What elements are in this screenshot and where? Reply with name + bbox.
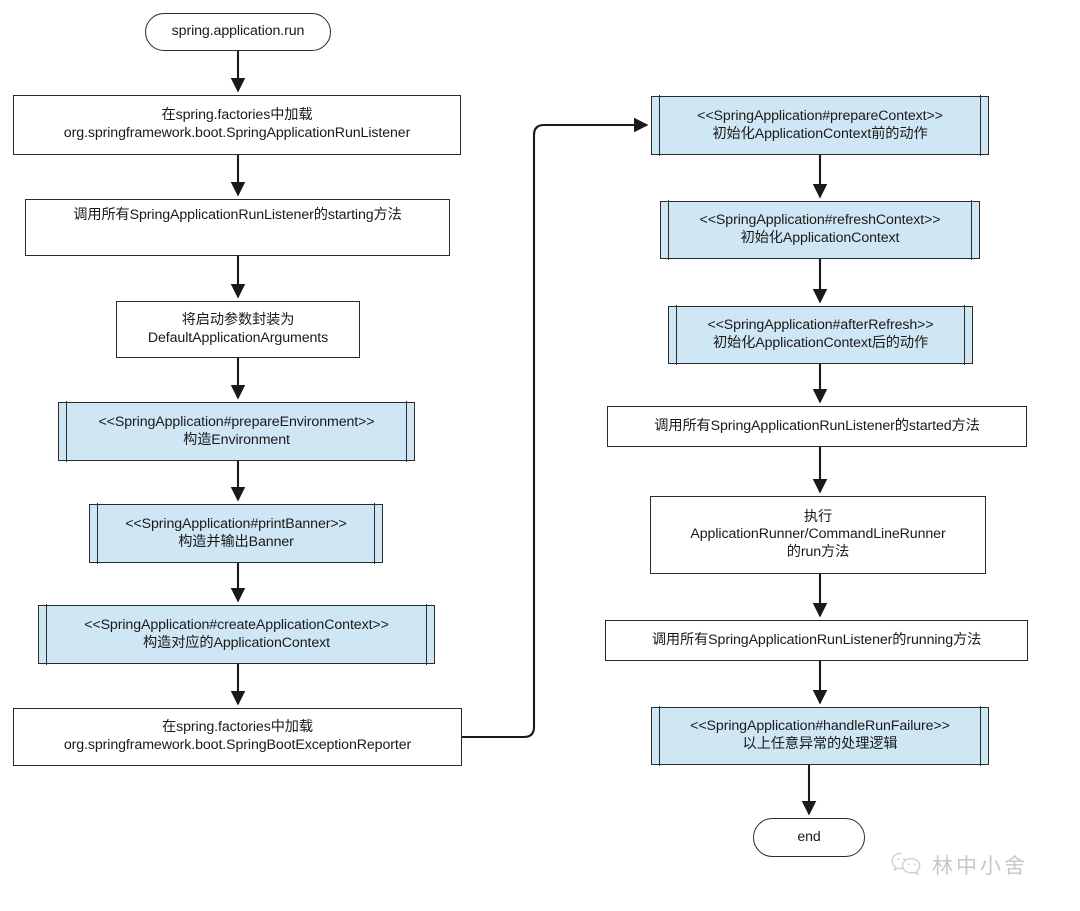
node-end-label: end bbox=[797, 828, 821, 845]
node-wrap-args[interactable]: 将启动参数封装为 DefaultApplicationArguments bbox=[116, 301, 360, 358]
watermark-text: 林中小舍 bbox=[932, 854, 1028, 878]
node-print-banner[interactable]: <<SpringApplication#printBanner>> 构造并输出B… bbox=[89, 503, 383, 564]
node-call-running[interactable]: 调用所有SpringApplicationRunListener的running… bbox=[605, 620, 1028, 661]
node-run-runners[interactable]: 执行 ApplicationRunner/CommandLineRunner 的… bbox=[650, 496, 986, 574]
node-prepare-context[interactable]: <<SpringApplication#prepareContext>> 初始化… bbox=[651, 95, 989, 156]
node-call-running-label: 调用所有SpringApplicationRunListener的running… bbox=[651, 631, 982, 648]
node-load-exception-reporter[interactable]: 在spring.factories中加载 org.springframework… bbox=[13, 708, 462, 766]
node-wrap-args-label: 将启动参数封装为 DefaultApplicationArguments bbox=[147, 311, 329, 346]
node-start[interactable]: spring.application.run bbox=[145, 13, 331, 51]
node-call-started-label: 调用所有SpringApplicationRunListener的started… bbox=[654, 417, 980, 434]
node-handle-run-failure-label: <<SpringApplication#handleRunFailure>> 以… bbox=[690, 718, 950, 752]
wechat-icon bbox=[890, 851, 924, 880]
node-run-runners-label: 执行 ApplicationRunner/CommandLineRunner 的… bbox=[690, 508, 946, 560]
node-create-application-context[interactable]: <<SpringApplication#createApplicationCon… bbox=[38, 604, 435, 665]
node-prepare-environment[interactable]: <<SpringApplication#prepareEnvironment>>… bbox=[58, 401, 415, 462]
node-load-run-listener[interactable]: 在spring.factories中加载 org.springframework… bbox=[13, 95, 461, 155]
node-handle-run-failure[interactable]: <<SpringApplication#handleRunFailure>> 以… bbox=[651, 706, 989, 766]
node-call-started[interactable]: 调用所有SpringApplicationRunListener的started… bbox=[607, 406, 1027, 447]
node-prepare-environment-label: <<SpringApplication#prepareEnvironment>>… bbox=[98, 413, 375, 448]
node-prepare-context-label: <<SpringApplication#prepareContext>> 初始化… bbox=[697, 107, 943, 142]
node-start-label: spring.application.run bbox=[171, 23, 305, 40]
node-refresh-context[interactable]: <<SpringApplication#refreshContext>> 初始化… bbox=[660, 200, 980, 260]
node-after-refresh-label: <<SpringApplication#afterRefresh>> 初始化Ap… bbox=[707, 317, 934, 351]
node-refresh-context-label: <<SpringApplication#refreshContext>> 初始化… bbox=[699, 212, 941, 246]
node-call-starting-label: 调用所有SpringApplicationRunListener的startin… bbox=[73, 207, 402, 223]
node-load-exception-reporter-label: 在spring.factories中加载 org.springframework… bbox=[63, 719, 412, 753]
node-load-run-listener-label: 在spring.factories中加载 org.springframework… bbox=[63, 107, 411, 141]
node-print-banner-label: <<SpringApplication#printBanner>> 构造并输出B… bbox=[125, 515, 347, 550]
node-create-application-context-label: <<SpringApplication#createApplicationCon… bbox=[84, 616, 389, 651]
watermark: 林中小舍 bbox=[890, 850, 1028, 880]
node-end[interactable]: end bbox=[753, 818, 865, 857]
node-call-starting[interactable]: 调用所有SpringApplicationRunListener的startin… bbox=[25, 199, 450, 256]
node-after-refresh[interactable]: <<SpringApplication#afterRefresh>> 初始化Ap… bbox=[668, 305, 973, 365]
